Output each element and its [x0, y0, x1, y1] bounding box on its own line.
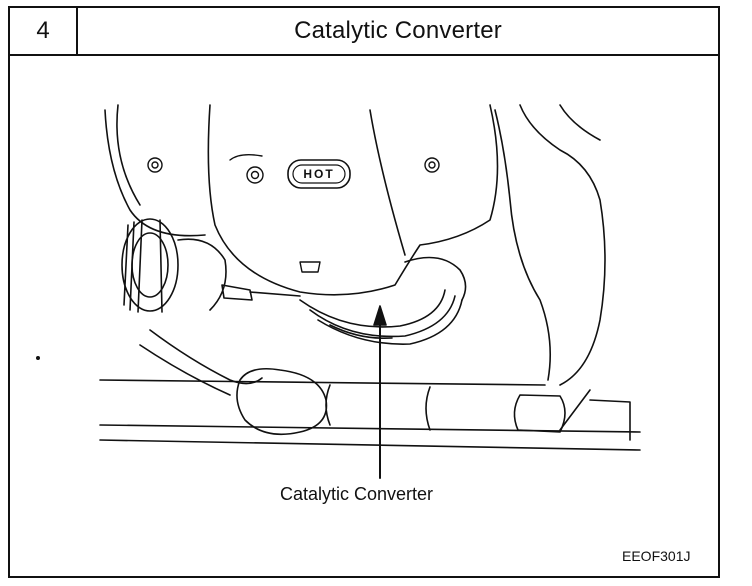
bolt-center-left [229, 153, 264, 184]
hot-label: HOT [303, 167, 334, 181]
figure-code: EEOF301J [622, 548, 691, 564]
hot-warning-plate [287, 159, 351, 189]
step-number: 4 [10, 8, 78, 54]
fitting [221, 284, 253, 301]
right-hose [519, 104, 606, 386]
alternator-pulley [121, 218, 227, 313]
heat-shield [104, 104, 499, 296]
bolt-lower [299, 261, 321, 273]
hose [149, 329, 263, 385]
converter-bracket [299, 256, 467, 345]
bolt-left [147, 157, 163, 173]
figure-frame: 4 Catalytic Converter [8, 6, 720, 578]
header-row: 4 Catalytic Converter [10, 8, 718, 56]
lower-pipes [99, 379, 641, 451]
callout-label: Catalytic Converter [280, 484, 434, 504]
rounded-cap [236, 367, 328, 436]
callout-arrowhead [373, 305, 387, 326]
bolt-right [424, 157, 440, 173]
page-title: Catalytic Converter [294, 17, 502, 44]
